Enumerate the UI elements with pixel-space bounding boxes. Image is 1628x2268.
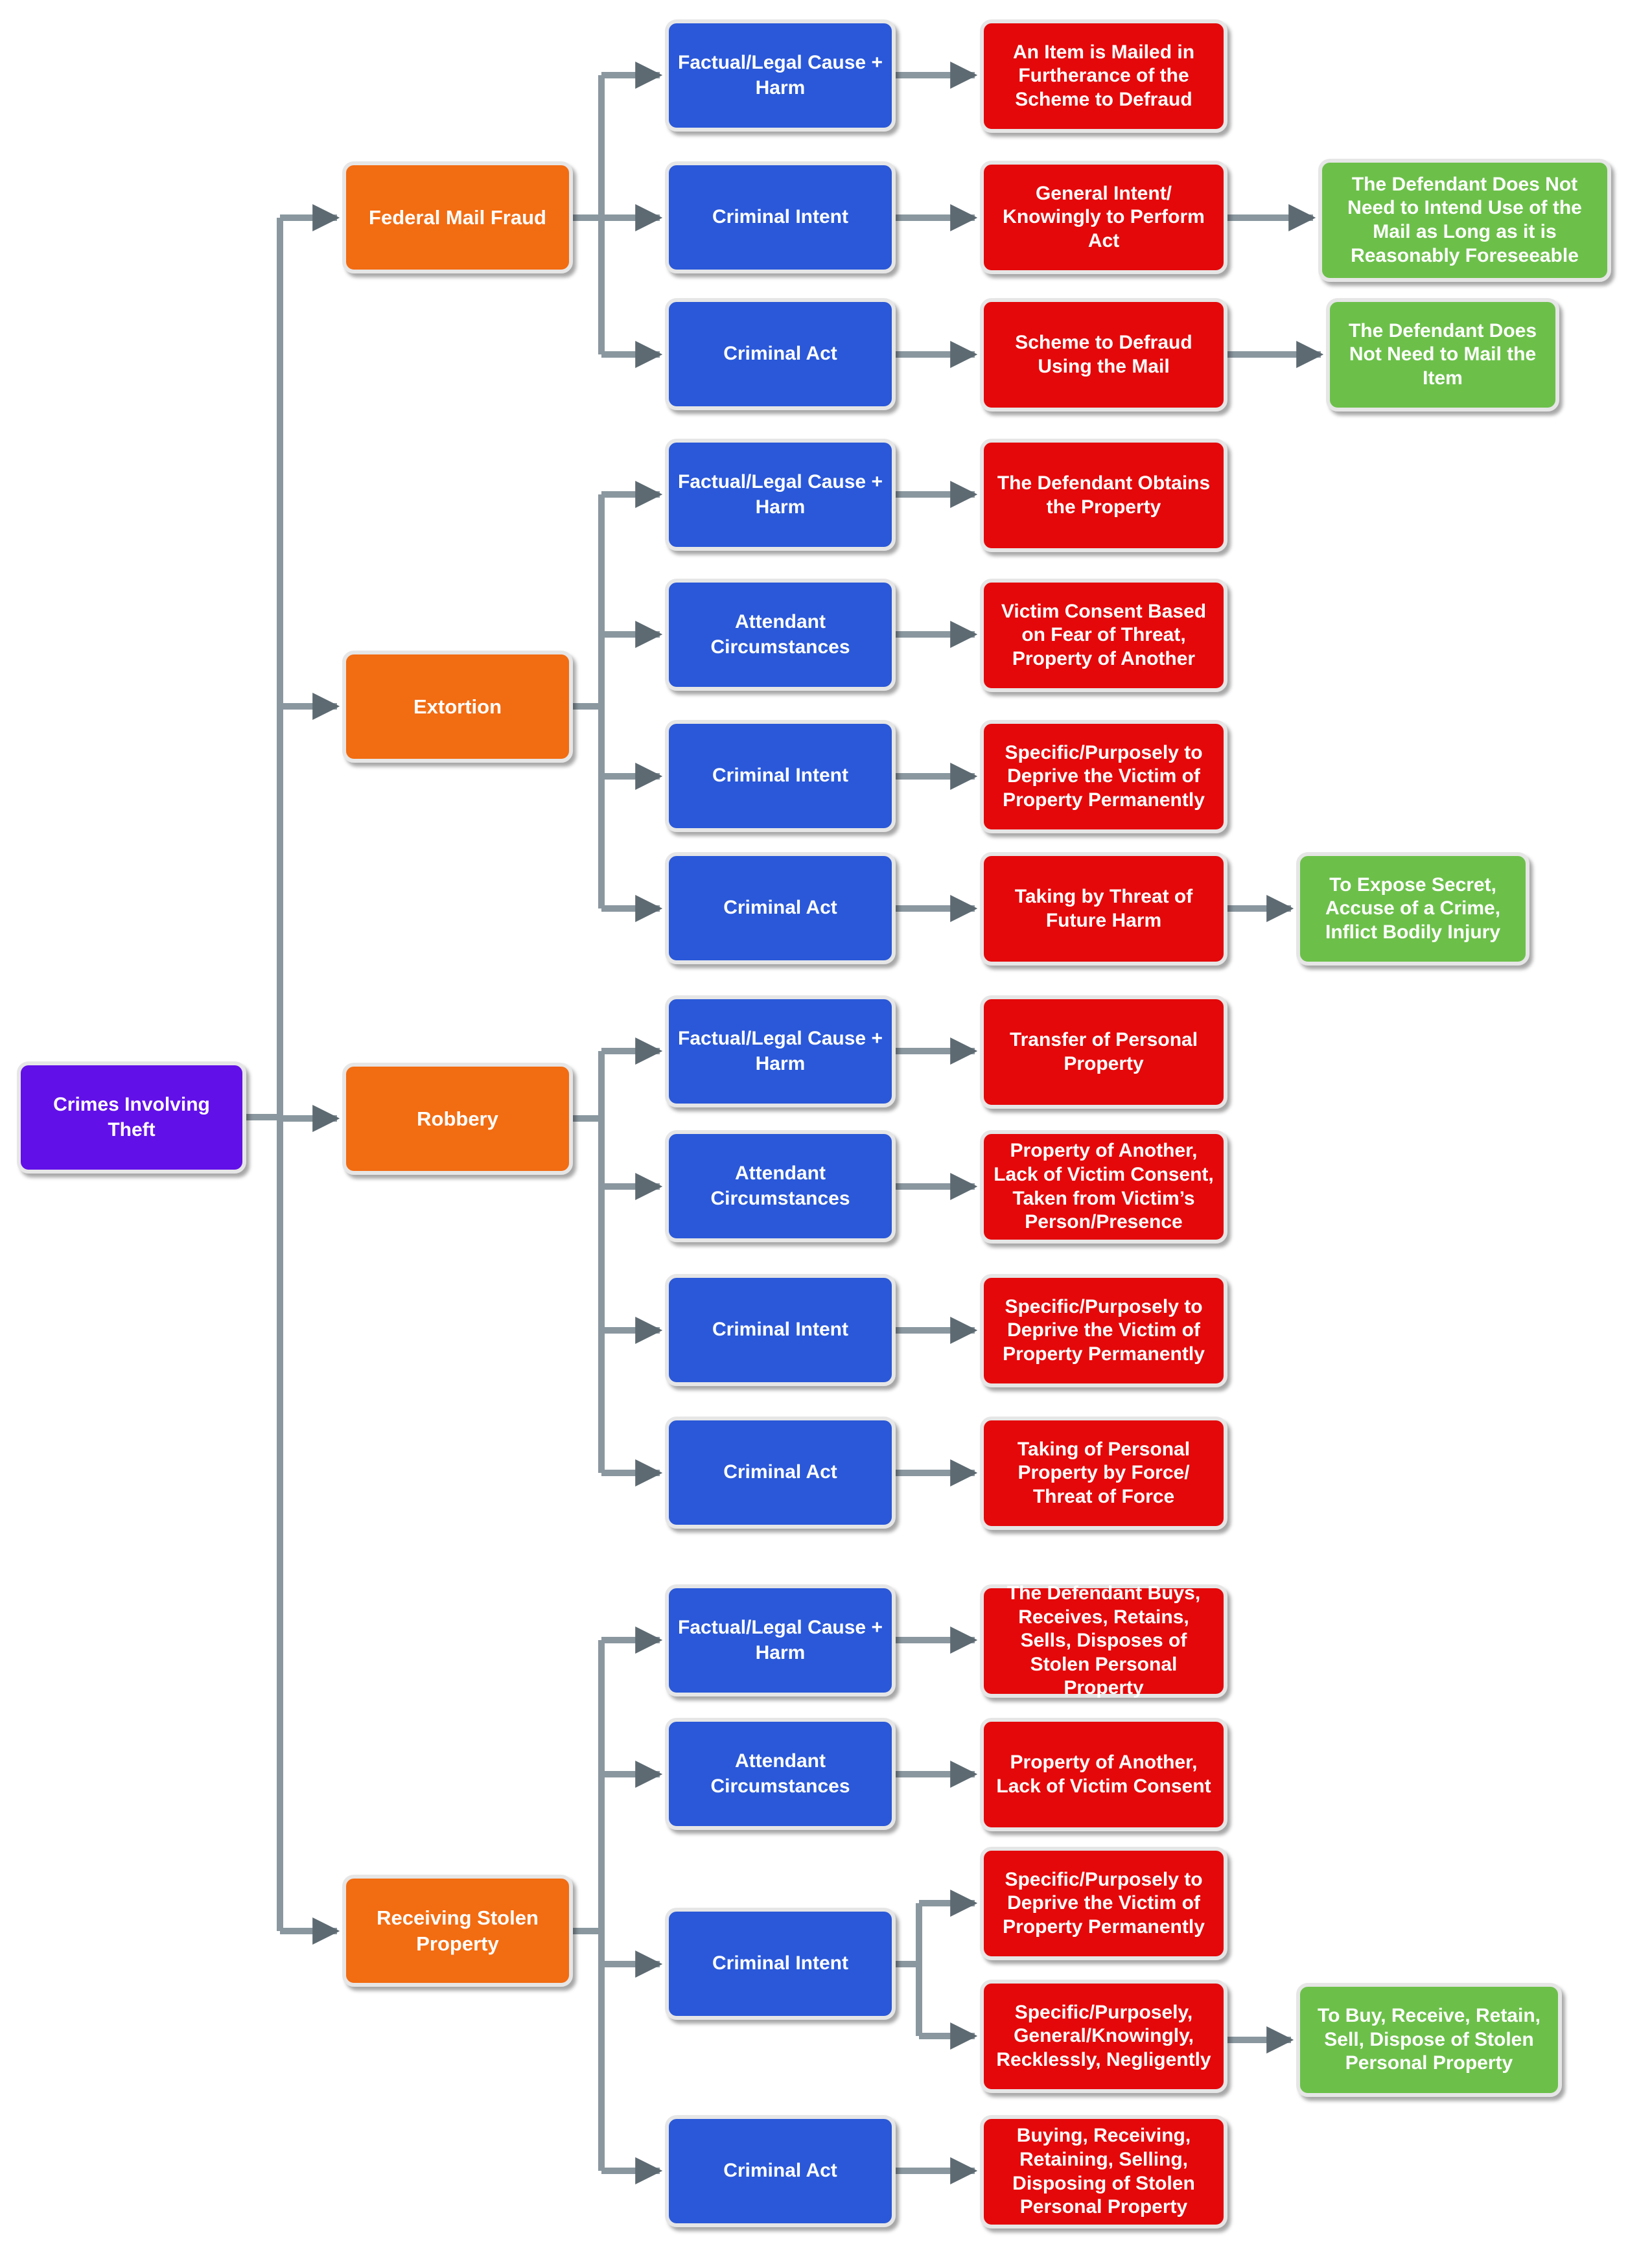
detail-node: Specific/Purposely, General/Knowingly, R… <box>980 1980 1227 2093</box>
element-node-factual-legal-cause: Factual/Legal Cause + Harm <box>665 995 896 1107</box>
element-node-factual-legal-cause: Factual/Legal Cause + Harm <box>665 1584 896 1696</box>
crime-node-extortion: Extortion <box>342 651 573 763</box>
element-node-factual-legal-cause: Factual/Legal Cause + Harm <box>665 439 896 551</box>
detail-node: Scheme to Defraud Using the Mail <box>980 298 1227 411</box>
element-node-criminal-intent: Criminal Intent <box>665 720 896 832</box>
detail-node: Victim Consent Based on Fear of Threat, … <box>980 579 1227 692</box>
element-node-criminal-intent: Criminal Intent <box>665 1274 896 1386</box>
note-node: To Buy, Receive, Retain, Sell, Dispose o… <box>1296 1983 1562 2097</box>
element-node-criminal-intent: Criminal Intent <box>665 1908 896 2020</box>
crime-node-receiving-stolen-property: Receiving Stolen Property <box>342 1875 573 1987</box>
note-node: The Defendant Does Not Need to Intend Us… <box>1318 159 1611 282</box>
element-node-attendant-circumstances: Attendant Circumstances <box>665 1130 896 1242</box>
crime-node-federal-mail-fraud: Federal Mail Fraud <box>342 161 573 273</box>
element-node-criminal-act: Criminal Act <box>665 852 896 964</box>
element-node-factual-legal-cause: Factual/Legal Cause + Harm <box>665 19 896 132</box>
detail-node: An Item is Mailed in Furtherance of the … <box>980 19 1227 133</box>
detail-node: Property of Another, Lack of Victim Cons… <box>980 1130 1227 1244</box>
detail-node: Specific/Purposely to Deprive the Victim… <box>980 1847 1227 1960</box>
detail-node: Property of Another, Lack of Victim Cons… <box>980 1718 1227 1831</box>
note-node: The Defendant Does Not Need to Mail the … <box>1326 298 1559 411</box>
detail-node: General Intent/ Knowingly to Perform Act <box>980 161 1227 274</box>
detail-node: Specific/Purposely to Deprive the Victim… <box>980 720 1227 833</box>
element-node-criminal-act: Criminal Act <box>665 298 896 410</box>
element-node-attendant-circumstances: Attendant Circumstances <box>665 579 896 691</box>
root-node: Crimes Involving Theft <box>17 1061 246 1174</box>
element-node-criminal-act: Criminal Act <box>665 1417 896 1529</box>
detail-node: Specific/Purposely to Deprive the Victim… <box>980 1274 1227 1387</box>
detail-node: Transfer of Personal Property <box>980 995 1227 1109</box>
detail-node: The Defendant Obtains the Property <box>980 439 1227 552</box>
detail-node: Taking of Personal Property by Force/ Th… <box>980 1417 1227 1530</box>
element-node-criminal-intent: Criminal Intent <box>665 161 896 273</box>
detail-node: Buying, Receiving, Retaining, Selling, D… <box>980 2115 1227 2228</box>
note-node: To Expose Secret, Accuse of a Crime, Inf… <box>1296 852 1529 966</box>
element-node-attendant-circumstances: Attendant Circumstances <box>665 1718 896 1830</box>
detail-node: Taking by Threat of Future Harm <box>980 852 1227 966</box>
crime-node-robbery: Robbery <box>342 1063 573 1175</box>
element-node-criminal-act: Criminal Act <box>665 2115 896 2227</box>
detail-node: The Defendant Buys, Receives, Retains, S… <box>980 1582 1227 1698</box>
